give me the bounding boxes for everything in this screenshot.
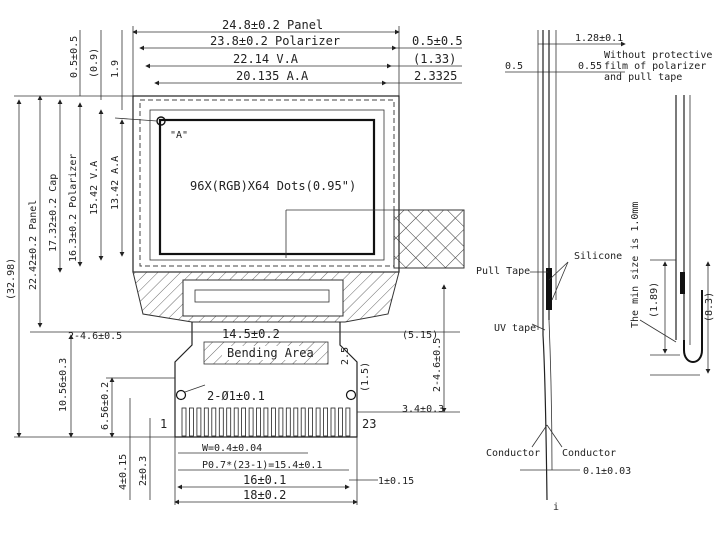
note-line-1: Without protective	[604, 50, 712, 61]
aa-height-label: 13.42 A.A	[110, 156, 121, 210]
contact-pad	[241, 407, 247, 437]
conductor-left-label: Conductor	[486, 448, 540, 459]
polarizer-width-label: 23.8±0.2 Polarizer	[210, 34, 340, 48]
fpc-width-label: 14.5±0.2	[222, 327, 280, 341]
min-size-note: The min size is 1.0mm	[630, 202, 641, 328]
pull-tape-tab	[393, 209, 465, 269]
tail-height-label: 10.56±0.3	[58, 358, 69, 412]
top-offset-3-label: 1.9	[110, 60, 121, 78]
pitch-label: P0.7*(23-1)=15.4±0.1	[202, 460, 322, 471]
pad-width-label: W=0.4±0.04	[202, 443, 262, 454]
contact-pad	[181, 407, 187, 437]
fpc-width-left-label: 2-4.6±0.5	[68, 331, 122, 342]
uv-tape-label: UV tape	[494, 323, 536, 334]
panel-width-label: 24.8±0.2 Panel	[222, 18, 323, 32]
active-area	[158, 118, 376, 256]
pad-side-label: 1±0.15	[378, 476, 414, 487]
front-view: 24.8±0.2 Panel 23.8±0.2 Polarizer 0.5±0.…	[6, 18, 465, 505]
contact-pad	[278, 407, 284, 437]
tail-right-dim-label: 3.4±0.3	[402, 404, 444, 415]
contact-pad	[323, 407, 329, 437]
aa-offset-label: 2.3325	[414, 69, 457, 83]
silicone-block	[546, 268, 552, 310]
contact-pad	[188, 407, 194, 437]
va-outline	[149, 109, 385, 261]
cap-height-label: 17.32±0.2 Cap	[48, 174, 59, 252]
panel-height-label: 22.42±0.2 Panel	[28, 200, 39, 290]
contact-pad	[218, 407, 224, 437]
contact-pad	[263, 407, 269, 437]
contact-pad	[203, 407, 209, 437]
contact-pad	[256, 407, 261, 437]
contact-pad	[248, 407, 254, 437]
side-view: 1.28±0.1 0.5 0.55 Without protective fil…	[476, 30, 712, 513]
fpc-right-label: (5.15)	[402, 330, 438, 341]
contact-pad	[338, 407, 343, 437]
note-line-3: and pull tape	[604, 72, 682, 83]
contact-pad	[285, 407, 291, 437]
contact-pad	[345, 407, 351, 437]
tail-width-label: 18±0.2	[243, 488, 286, 502]
top-offset-2-label: (0.9)	[89, 48, 100, 78]
mount-hole-right	[345, 389, 357, 401]
fpc-side	[542, 334, 548, 501]
thickness-b-label: 0.55	[578, 61, 602, 72]
silicone-label: Silicone	[574, 251, 622, 262]
note-line-2: film of polarizer	[604, 61, 706, 72]
contact-pad	[226, 407, 232, 437]
contact-pad	[315, 407, 321, 437]
pad-zone-height-label: 6.56±0.2	[100, 382, 111, 430]
tail-height-right-label: 2-4.6±0.5	[432, 338, 443, 392]
conductor-right-label: Conductor	[562, 448, 616, 459]
polarizer-offset-label: 0.5±0.5	[412, 34, 463, 48]
left-dimensions	[14, 95, 175, 438]
conductor-thickness-label: 0.1±0.03	[583, 466, 631, 477]
bend-dim-1-label: 2.5	[340, 347, 351, 365]
contact-pad	[330, 407, 336, 437]
top-offset-1-label: 0.5±0.5	[69, 36, 80, 78]
fpc-outline	[174, 322, 358, 438]
bottom-h2-label: 2±0.3	[138, 456, 149, 486]
mount-hole-left	[175, 389, 187, 401]
bend-loop	[683, 290, 703, 363]
hole-label: 2-Ø1±0.1	[207, 389, 265, 403]
contact-pad	[293, 407, 299, 437]
bottom-h1-label: 4±0.15	[118, 454, 129, 490]
contact-pad	[300, 407, 306, 437]
contact-pad	[270, 407, 276, 437]
contact-pad	[308, 407, 314, 437]
pin-last-label: 23	[362, 417, 376, 431]
contact-pad	[233, 407, 239, 437]
bend-dim-b-label: (8.3)	[704, 292, 715, 322]
va-width-label: 22.14 V.A	[233, 52, 299, 66]
aa-width-label: 20.135 A.A	[236, 69, 309, 83]
bend-view: The min size is 1.0mm (1.89) (8.3)	[630, 95, 715, 376]
contact-pads	[181, 407, 351, 437]
contact-pad	[211, 407, 217, 437]
display-resolution-label: 96X(RGB)X64 Dots(0.95")	[190, 179, 356, 193]
bend-dim-2-label: (1.5)	[360, 362, 371, 392]
detail-a-label: "A"	[170, 130, 188, 141]
bending-area-label: Bending Area	[227, 346, 314, 360]
contact-pad	[196, 407, 202, 437]
va-offset-label: (1.33)	[413, 52, 456, 66]
thickness-a-label: 0.5	[505, 61, 523, 72]
polarizer-height-label: 16.3±0.2 Polarizer	[68, 154, 79, 262]
pull-tape-label: Pull Tape	[476, 266, 530, 277]
polarizer-outline	[139, 99, 395, 267]
ic-outline	[182, 279, 344, 317]
va-height-label: 15.42 V.A	[89, 161, 100, 215]
pad-span-label: 16±0.1	[243, 473, 286, 487]
footer-mark: i	[553, 502, 559, 513]
top-dimensions	[132, 26, 462, 100]
bend-dim-a-label: (1.89)	[649, 282, 660, 318]
overall-height-label: (32.98)	[6, 258, 17, 300]
pin-first-label: 1	[160, 417, 167, 431]
thickness-total-label: 1.28±0.1	[575, 33, 623, 44]
